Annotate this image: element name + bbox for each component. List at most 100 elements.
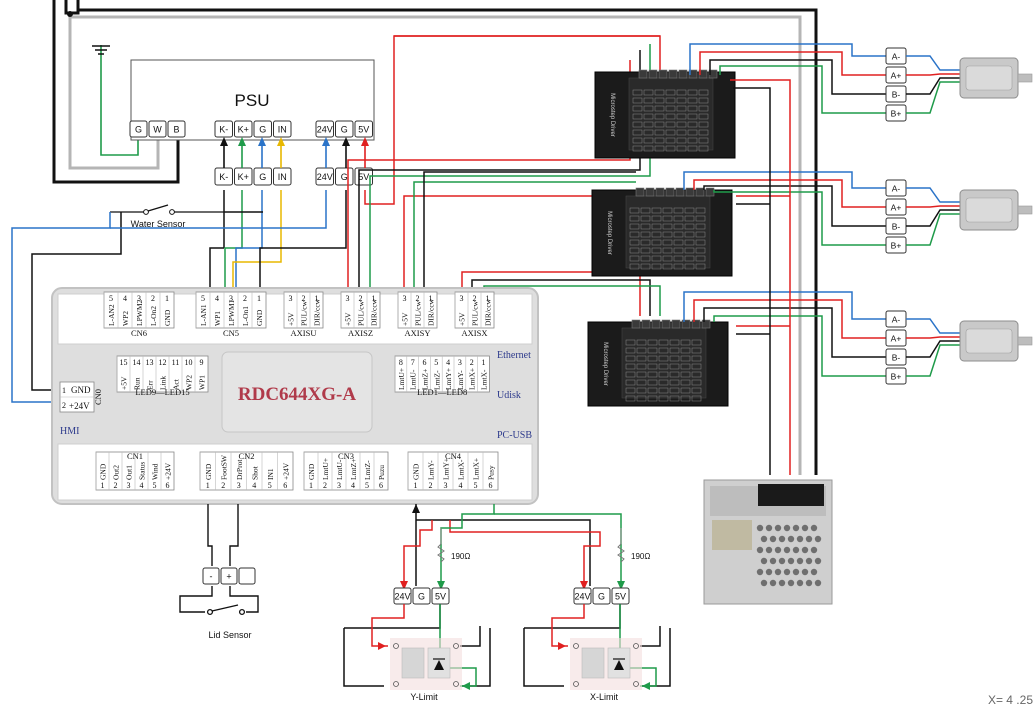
pin-label: +5V (120, 376, 129, 390)
pin-label: LmtU+ (397, 368, 406, 390)
pin-number: 2 (302, 294, 306, 303)
pin-label: Shot (250, 465, 259, 480)
pin-label: LmtX+ (472, 458, 481, 480)
driver-table-cell (662, 231, 673, 238)
driver-table-cell (669, 363, 680, 370)
driver-terminal (701, 319, 711, 329)
driver-table-cell (636, 339, 647, 346)
switch-arrow (642, 682, 650, 690)
pin-label: WP1 (213, 311, 222, 326)
phase-label: B- (892, 222, 901, 232)
pin-label: DrProt (235, 459, 244, 480)
pin-label: IN1 (266, 468, 275, 480)
psu-ac-terminal-box (148, 120, 167, 138)
relay-dc-terminal-label: G (341, 172, 348, 182)
driver-table-cell (691, 339, 702, 346)
connector-body (283, 291, 324, 329)
driver-terminal (665, 187, 675, 197)
resistor-value: 190Ω (631, 552, 650, 561)
coordinate-readout: X= 4 .25 (987, 693, 1033, 707)
pin-number: 1 (315, 294, 319, 303)
limit-wire-arrows (400, 504, 625, 590)
pin-label: Wind (151, 463, 160, 480)
pin-label: LmtY- (456, 370, 465, 390)
motor-lead (906, 336, 960, 339)
vent-hole (760, 557, 768, 565)
driver-table-cell (676, 105, 687, 112)
pin-label: Act (172, 378, 181, 390)
driver-table-cell (680, 371, 691, 378)
driver-table-cell (647, 339, 658, 346)
relay-laser-terminal-label: K- (219, 172, 228, 182)
switch-arrow (378, 642, 386, 650)
driver-table-cell (680, 355, 691, 362)
driver-table-cell (629, 263, 640, 270)
driver-table-cell (629, 255, 640, 262)
driver-table-cell (654, 137, 665, 144)
pin-number: 2 (62, 401, 66, 410)
opto-pin (453, 681, 459, 687)
driver-table-cell (640, 223, 651, 230)
driver-table-cell (632, 89, 643, 96)
vent-hole (778, 557, 786, 565)
psu-dc-terminal-label: 24V (317, 125, 333, 135)
relay-laser-terminal-label: K+ (238, 172, 249, 182)
pin-number: 6 (283, 481, 287, 490)
pin-label: LmtY+ (442, 458, 451, 480)
vent-hole (783, 568, 791, 576)
driver-table-cell (647, 395, 658, 402)
vent-hole (814, 579, 822, 587)
pin-label: Link (159, 376, 168, 390)
psu-dc-terminal-box (335, 120, 354, 138)
driver-table-cell (662, 247, 673, 254)
driver-table-cell (687, 137, 698, 144)
driver-table-cell (640, 239, 651, 246)
driver-table-cell (643, 145, 654, 152)
driver-table-cell (647, 379, 658, 386)
driver-terminal (685, 187, 695, 197)
connector-name: CN0 (93, 389, 103, 405)
pin-number: 1 (486, 294, 490, 303)
driver-table-cell (676, 129, 687, 136)
driver-table-cell (669, 395, 680, 402)
vent-hole (810, 568, 818, 576)
stepper-driver-2: Microstep Driver (591, 187, 733, 277)
driver-table-cell (636, 355, 647, 362)
pin-number: 6 (379, 481, 383, 490)
pin-label: L-AN1 (199, 304, 208, 326)
pin-number: 3 (444, 481, 448, 490)
driver-table-cell (625, 363, 636, 370)
motor-2: A-A+B-B+ (885, 179, 1033, 254)
driver-table-cell (676, 89, 687, 96)
driver-table-cell (698, 89, 709, 96)
driver-table-cell (636, 347, 647, 354)
pin-number: 5 (268, 481, 272, 490)
connector-body (454, 291, 495, 329)
driver-terminal (635, 187, 645, 197)
vent-hole (783, 546, 791, 554)
driver-table-cell (651, 239, 662, 246)
motor-1: A-A+B-B+ (885, 47, 1033, 122)
limit-terminal-label: 5V (615, 592, 626, 602)
pin-label: GND (163, 309, 172, 326)
driver-table-cell (643, 89, 654, 96)
pin-number: 1 (165, 294, 169, 303)
driver-table-cell (669, 387, 680, 394)
resistor-symbol (617, 543, 625, 563)
driver-terminal (638, 69, 648, 79)
opto-emitter (401, 647, 425, 679)
driver-table-cell (632, 113, 643, 120)
driver-table-cell (647, 355, 658, 362)
pin-number: 2 (359, 294, 363, 303)
vent-hole (774, 568, 782, 576)
driver-table-cell (695, 263, 706, 270)
pin-label: +5V (458, 312, 467, 326)
pin-label: LmtU+ (321, 458, 330, 480)
psu-laser-terminal-box (234, 120, 253, 138)
driver-table-cell (684, 239, 695, 246)
pin-number: 11 (172, 358, 180, 367)
